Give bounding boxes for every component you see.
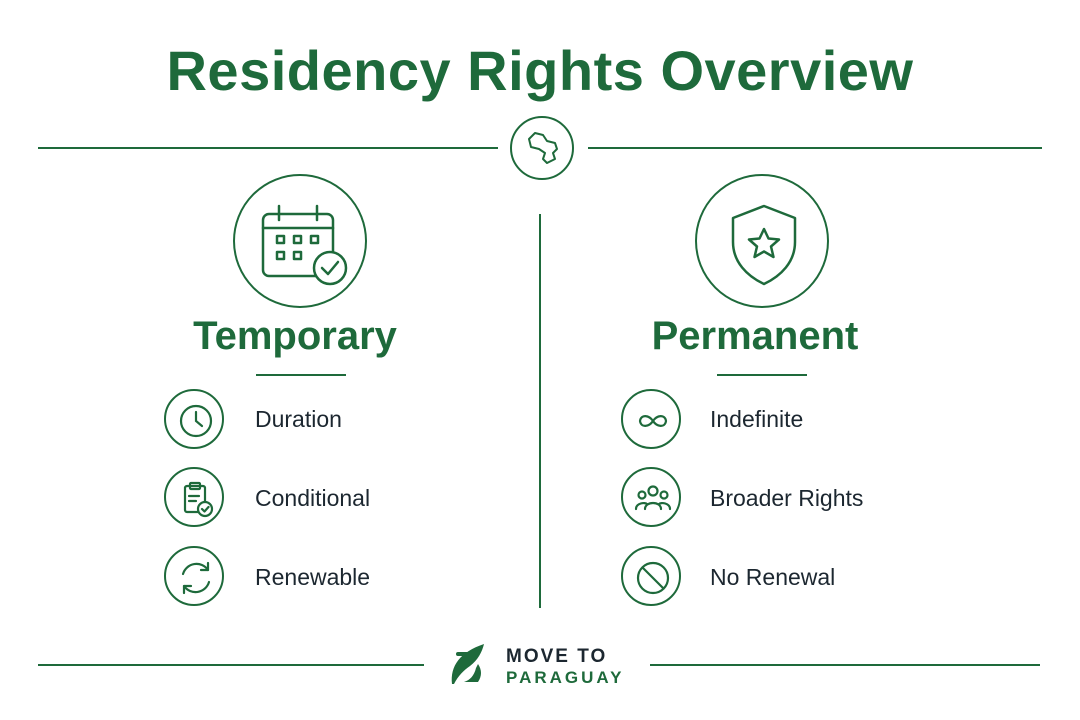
temporary-title: Temporary bbox=[193, 314, 397, 358]
indefinite-label: Indefinite bbox=[710, 406, 804, 432]
infinity-icon bbox=[621, 389, 681, 449]
people-icon bbox=[621, 467, 681, 527]
calendar-check-icon bbox=[233, 174, 367, 308]
temporary-underline bbox=[256, 374, 346, 376]
no-renewal-label: No Renewal bbox=[710, 564, 836, 590]
paraguay-map-icon bbox=[510, 116, 574, 180]
page-title: Residency Rights Overview bbox=[166, 39, 914, 102]
conditional-label: Conditional bbox=[255, 485, 371, 511]
permanent-underline bbox=[717, 374, 807, 376]
duration-label: Duration bbox=[255, 406, 342, 432]
clipboard-check-icon bbox=[164, 467, 224, 527]
footer-divider-left bbox=[38, 664, 424, 666]
no-symbol-icon bbox=[621, 546, 681, 606]
leaf-logo-icon bbox=[448, 640, 490, 691]
brand-line-1: MOVE TO bbox=[506, 646, 608, 667]
header-divider-right bbox=[588, 147, 1042, 149]
footer-divider-right bbox=[650, 664, 1040, 666]
refresh-icon bbox=[164, 546, 224, 606]
header-divider-left bbox=[38, 147, 498, 149]
shield-star-icon bbox=[695, 174, 829, 308]
column-divider bbox=[539, 214, 541, 608]
permanent-title: Permanent bbox=[651, 314, 859, 358]
renewable-label: Renewable bbox=[255, 564, 371, 590]
broader-rights-label: Broader Rights bbox=[710, 485, 864, 511]
clock-icon bbox=[164, 389, 224, 449]
brand-line-2: PARAGUAY bbox=[506, 668, 625, 687]
